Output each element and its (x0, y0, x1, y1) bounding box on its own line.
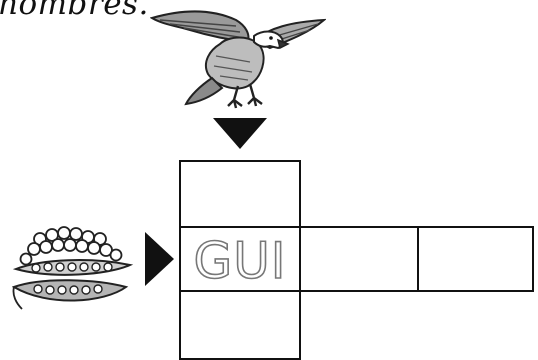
down-arrow-icon (213, 118, 267, 149)
grid-cell-right-2[interactable] (417, 226, 534, 292)
grid-cell-bottom[interactable] (179, 290, 301, 360)
eagle-icon (150, 10, 326, 109)
right-arrow-icon (145, 232, 174, 286)
peas-icon (12, 226, 134, 310)
instruction-text: nombres. (0, 0, 149, 22)
grid-cell-center[interactable]: GUI (179, 226, 301, 292)
grid-cell-right-1[interactable] (299, 226, 419, 292)
traced-syllable: GUI (193, 231, 287, 291)
grid-cell-top[interactable] (179, 160, 301, 228)
